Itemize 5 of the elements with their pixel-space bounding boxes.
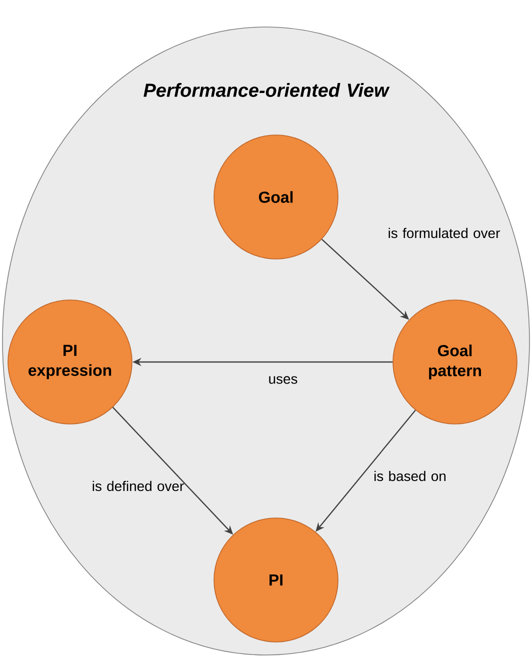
edge-label: is formulated over bbox=[388, 228, 500, 238]
view-title: Performance-oriented View bbox=[144, 83, 390, 97]
edge-label: is based on bbox=[374, 470, 446, 482]
edge-label: is defined over bbox=[92, 480, 184, 492]
edge-label: uses bbox=[269, 376, 298, 384]
